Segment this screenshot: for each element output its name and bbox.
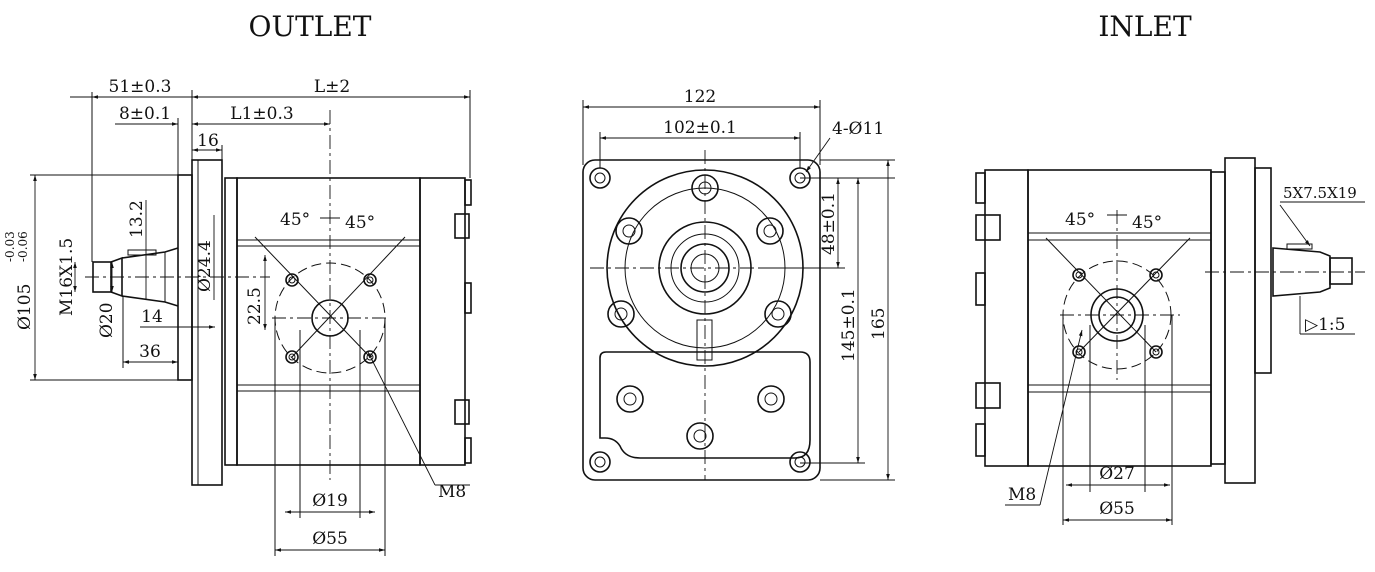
dim-20: Ø20 <box>97 302 117 338</box>
inlet-title: INLET <box>1098 10 1192 43</box>
outlet-view: 51±0.3 L±2 8±0.1 L1±0.3 16 Ø105 -0.03 -0… <box>3 77 472 556</box>
dim-16: 16 <box>197 131 219 151</box>
front-view: 122 102±0.1 4-Ø11 48±0.1 145±0.1 165 <box>582 87 895 481</box>
bolt-hole <box>1149 345 1163 359</box>
dim-m16: M16X1.5 <box>57 238 77 316</box>
dim-19: Ø19 <box>312 491 348 511</box>
inlet-angle-right: 45° <box>1132 213 1162 233</box>
tol-upper: -0.03 <box>3 231 17 262</box>
taper-ratio: ▷1:5 <box>1305 315 1345 335</box>
flange-bolt <box>607 174 792 450</box>
dim-36: 36 <box>139 342 161 362</box>
bolt-hole <box>285 273 299 287</box>
inlet-dim-55: Ø55 <box>1099 499 1135 519</box>
bolt-hole <box>363 273 377 287</box>
dim-165: 165 <box>869 308 889 340</box>
thread-m8: M8 <box>438 482 466 502</box>
corner-hole <box>789 451 811 473</box>
dim-l: L±2 <box>314 77 350 97</box>
dim-13-2: 13.2 <box>127 200 147 238</box>
tol-lower: -0.06 <box>16 231 30 262</box>
dim-122: 122 <box>684 87 716 107</box>
bolt-hole <box>285 350 299 364</box>
angle-left: 45° <box>280 210 310 230</box>
bolt-hole <box>1149 268 1163 282</box>
dim-105: Ø105 <box>15 284 35 330</box>
dim-l1: L1±0.3 <box>230 104 293 124</box>
dim-22-5: 22.5 <box>245 287 265 325</box>
key-spec: 5X7.5X19 <box>1283 184 1357 202</box>
inlet-dim-27: Ø27 <box>1099 464 1135 484</box>
corner-hole <box>589 167 611 189</box>
angle-right: 45° <box>345 213 375 233</box>
outlet-title: OUTLET <box>249 10 372 43</box>
inlet-view: 45° 45° 5X7.5X19 ▷1:5 Ø27 Ø55 M8 <box>975 157 1365 525</box>
dim-102: 102±0.1 <box>663 118 737 138</box>
dim-48: 48±0.1 <box>819 192 839 255</box>
bolt-hole <box>1072 268 1086 282</box>
dim-55: Ø55 <box>312 529 348 549</box>
corner-hole <box>589 451 611 473</box>
inlet-angle-left: 45° <box>1065 210 1095 230</box>
dim-51: 51±0.3 <box>109 77 172 97</box>
inlet-thread-m8: M8 <box>1008 485 1036 505</box>
dim-14: 14 <box>141 307 163 327</box>
bolt-hole <box>1072 345 1086 359</box>
dim-8: 8±0.1 <box>119 104 171 124</box>
holes-label: 4-Ø11 <box>832 119 884 139</box>
dim-24-4: Ø24.4 <box>195 240 215 292</box>
dim-145: 145±0.1 <box>839 288 859 362</box>
